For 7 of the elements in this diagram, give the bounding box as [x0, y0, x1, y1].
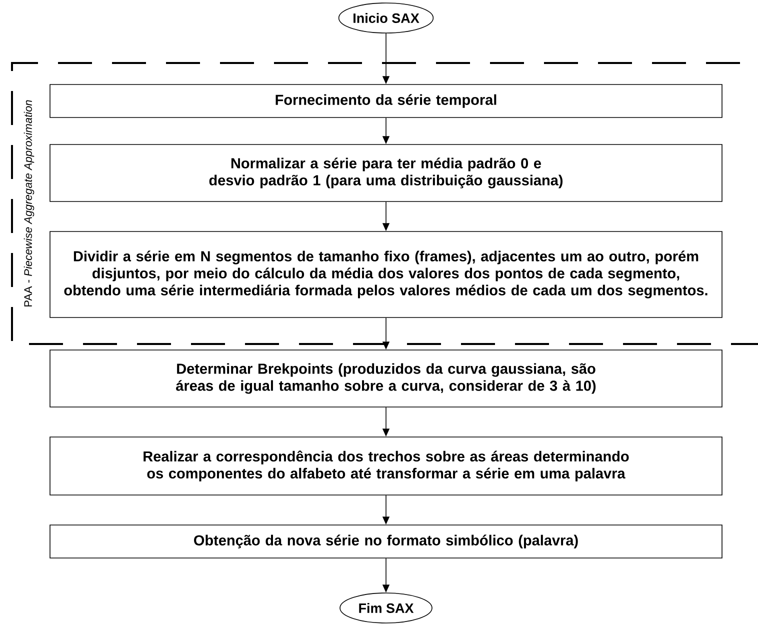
process-box: Realizar a correspondência dos trechos sobre as áreas determinando os componentes do alfabeto até transformar a série em uma palavra: [50, 436, 722, 496]
process-box: Normalizar a série para ter média padrão 0 e desvio padrão 1 (para uma distribuição gaussiana): [50, 144, 722, 202]
process-box: Fornecimento da série temporal: [50, 84, 722, 118]
process-box: Dividir a série em N segmentos de tamanho fixo (frames), adjacentes um ao outro, porém disjuntos, por meio do cálculo da média dos valores dos pontos de cada segmento, obtendo uma série intermediária formada pelos valores médios de cada um dos segmentos.: [50, 231, 722, 318]
process-box: Determinar Brekpoints (produzidos da curva gaussiana, são áreas de igual tamanho sobre a curva, considerar de 3 à 10): [50, 350, 722, 408]
vertical-label: PAA - Piecewise Aggregate Approximation: [24, 100, 34, 306]
process-box: Obtenção da nova série no formato simbólico (palavra): [50, 524, 722, 558]
